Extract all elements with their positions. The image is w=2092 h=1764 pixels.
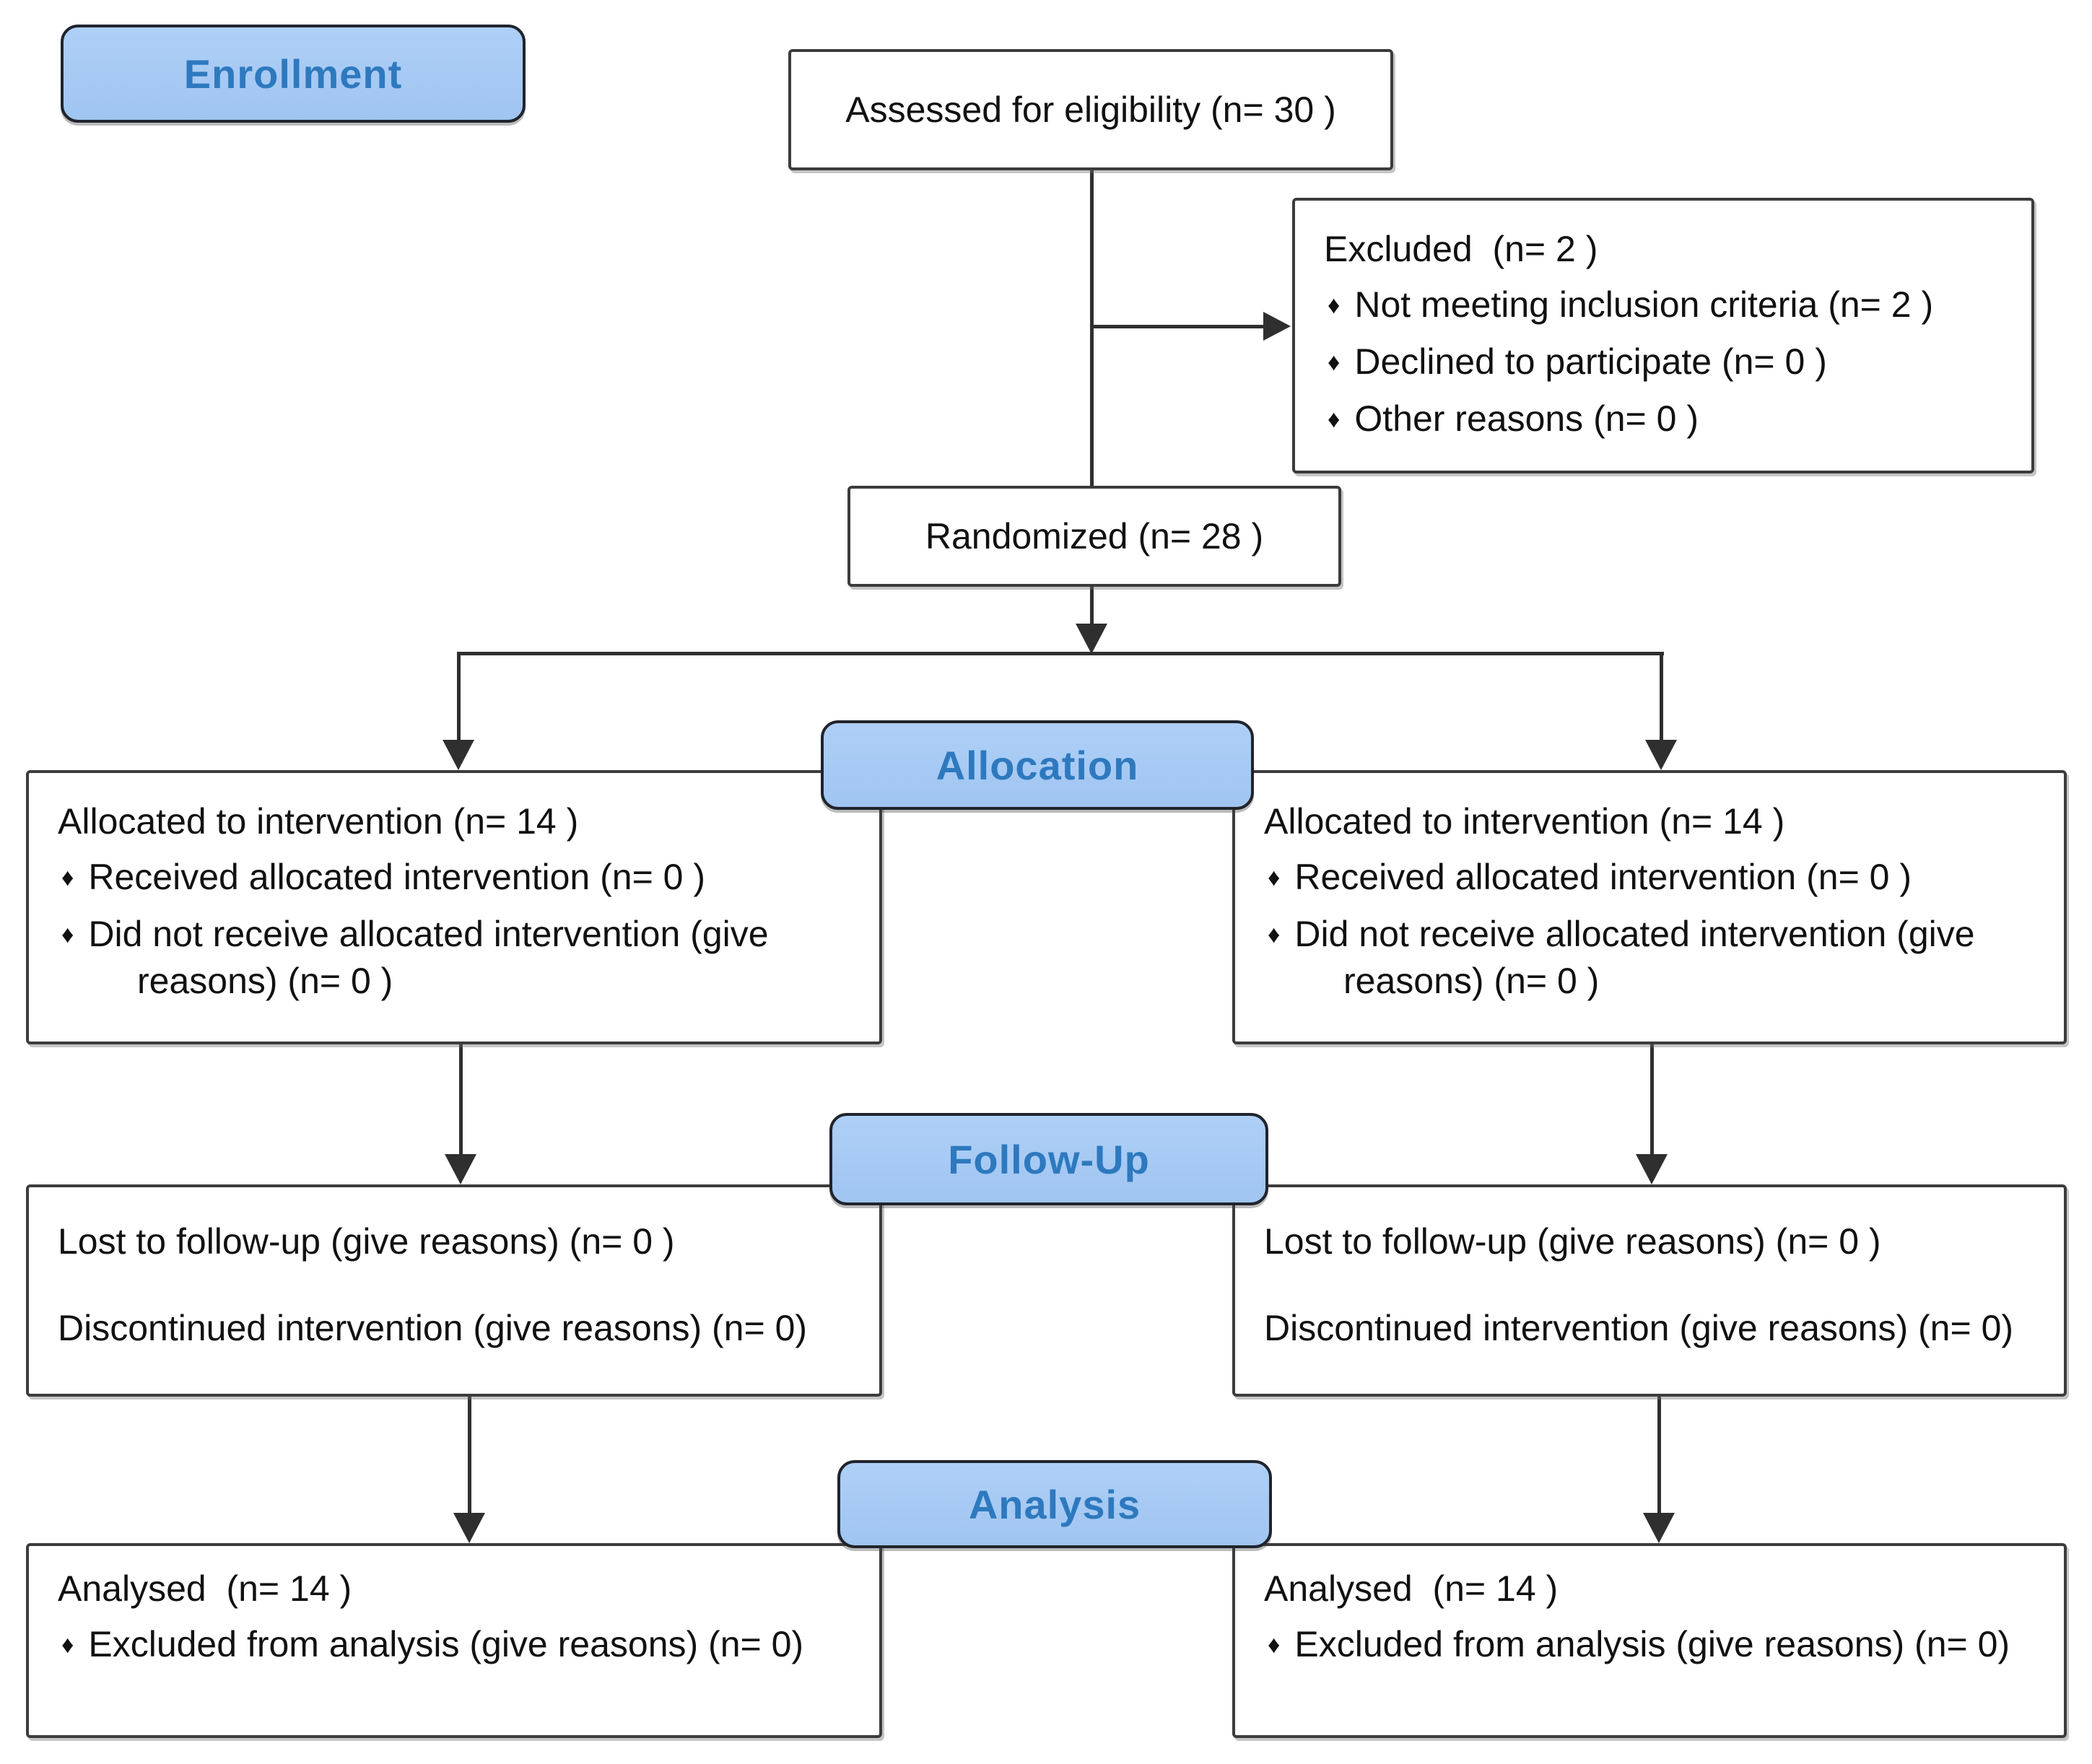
diamond-bullet-icon: ♦ bbox=[1328, 292, 1341, 319]
analysis-right-box: Analysed (n= 14 ) ♦ Excluded from analysi… bbox=[1232, 1543, 2067, 1738]
allocated-left-content: Allocated to intervention (n= 14 ) ♦ Rece… bbox=[29, 773, 879, 1004]
arrowhead-down-branch-icon bbox=[1076, 624, 1107, 654]
connector-alloc-to-followup-right bbox=[1650, 1044, 1654, 1156]
excluded-box: Excluded (n= 2 ) ♦ Not meeting inclusion … bbox=[1292, 198, 2034, 473]
arrowhead-down-analysis-right-icon bbox=[1643, 1513, 1675, 1543]
analysis-left-content: Analysed (n= 14 ) ♦ Excluded from analysi… bbox=[29, 1546, 879, 1668]
excluded-item-text: Declined to participate (n= 0 ) bbox=[1354, 341, 1827, 382]
randomized-box: Randomized (n= 28 ) bbox=[847, 486, 1341, 587]
allocated-right-title: Allocated to intervention (n= 14 ) bbox=[1264, 801, 1785, 842]
followup-left-line: Discontinued intervention (give reasons)… bbox=[58, 1308, 808, 1348]
excluded-title: Excluded (n= 2 ) bbox=[1324, 229, 1598, 269]
diamond-bullet-icon: ♦ bbox=[61, 921, 74, 948]
allocated-left-item-text: Did not receive allocated intervention (… bbox=[88, 914, 769, 1001]
diamond-bullet-icon: ♦ bbox=[1268, 921, 1281, 948]
analysis-right-item: ♦ Excluded from analysis (give reasons) (… bbox=[1235, 1621, 2064, 1668]
excluded-item: ♦ Other reasons (n= 0 ) bbox=[1295, 396, 2031, 442]
diamond-bullet-icon: ♦ bbox=[61, 1631, 74, 1659]
followup-right-line: Lost to follow-up (give reasons) (n= 0 ) bbox=[1264, 1221, 1881, 1262]
excluded-item: ♦ Not meeting inclusion criteria (n= 2 ) bbox=[1295, 281, 2031, 328]
followup-left-box: Lost to follow-up (give reasons) (n= 0 )… bbox=[26, 1184, 882, 1397]
diamond-bullet-icon: ♦ bbox=[1268, 864, 1281, 891]
connector-branch-to-alloc-left bbox=[457, 652, 461, 742]
diamond-bullet-icon: ♦ bbox=[1268, 1631, 1281, 1659]
connector-followup-to-analysis-left bbox=[468, 1397, 471, 1516]
analysis-right-content: Analysed (n= 14 ) ♦ Excluded from analysi… bbox=[1235, 1546, 2064, 1668]
arrowhead-down-alloc-left-icon bbox=[443, 740, 474, 770]
analysis-left-box: Analysed (n= 14 ) ♦ Excluded from analysi… bbox=[26, 1543, 882, 1738]
allocated-left-title: Allocated to intervention (n= 14 ) bbox=[58, 801, 579, 842]
randomized-text: Randomized (n= 28 ) bbox=[925, 516, 1264, 556]
allocated-left-item: ♦ Received allocated intervention (n= 0 ) bbox=[29, 854, 879, 901]
connector-to-excluded bbox=[1090, 325, 1267, 328]
diamond-bullet-icon: ♦ bbox=[61, 864, 74, 891]
diamond-bullet-icon: ♦ bbox=[1328, 349, 1341, 376]
allocated-right-item-text: Received allocated intervention (n= 0 ) bbox=[1294, 857, 1912, 897]
connector-randomized-to-branch bbox=[1090, 587, 1094, 626]
excluded-item-text: Other reasons (n= 0 ) bbox=[1354, 398, 1699, 439]
arrowhead-down-followup-right-icon bbox=[1636, 1154, 1668, 1184]
analysis-right-item-text: Excluded from analysis (give reasons) (n… bbox=[1294, 1624, 2010, 1664]
assessed-eligibility-box: Assessed for eligibility (n= 30 ) bbox=[788, 49, 1393, 170]
allocation-badge: Allocation bbox=[821, 720, 1254, 810]
arrowhead-right-excluded-icon bbox=[1263, 312, 1291, 341]
followup-badge: Follow-Up bbox=[829, 1113, 1268, 1205]
connector-assessed-to-randomized bbox=[1090, 170, 1094, 488]
allocated-right-content: Allocated to intervention (n= 14 ) ♦ Rece… bbox=[1235, 773, 2064, 1004]
followup-left-line: Lost to follow-up (give reasons) (n= 0 ) bbox=[58, 1221, 675, 1262]
arrowhead-down-analysis-left-icon bbox=[453, 1513, 485, 1543]
analysis-left-item: ♦ Excluded from analysis (give reasons) (… bbox=[29, 1621, 879, 1668]
allocated-right-item-text: Did not receive allocated intervention (… bbox=[1294, 914, 1975, 1001]
followup-right-line: Discontinued intervention (give reasons)… bbox=[1264, 1308, 2014, 1348]
arrowhead-down-followup-left-icon bbox=[445, 1154, 476, 1184]
connector-followup-to-analysis-right bbox=[1657, 1397, 1661, 1516]
allocated-right-item: ♦ Received allocated intervention (n= 0 ) bbox=[1235, 854, 2064, 901]
connector-alloc-to-followup-left bbox=[459, 1044, 463, 1156]
allocated-left-box: Allocated to intervention (n= 14 ) ♦ Rece… bbox=[26, 770, 882, 1044]
arrowhead-down-alloc-right-icon bbox=[1645, 740, 1677, 770]
analysis-right-title: Analysed (n= 14 ) bbox=[1264, 1568, 1559, 1609]
excluded-item-text: Not meeting inclusion criteria (n= 2 ) bbox=[1354, 284, 1934, 325]
assessed-eligibility-text: Assessed for eligibility (n= 30 ) bbox=[845, 89, 1336, 130]
allocated-left-item-text: Received allocated intervention (n= 0 ) bbox=[88, 857, 706, 897]
analysis-badge: Analysis bbox=[837, 1460, 1272, 1548]
diamond-bullet-icon: ♦ bbox=[1328, 406, 1341, 433]
enrollment-badge: Enrollment bbox=[61, 25, 526, 123]
allocated-right-item: ♦ Did not receive allocated intervention … bbox=[1235, 911, 2064, 1004]
followup-right-box: Lost to follow-up (give reasons) (n= 0 )… bbox=[1232, 1184, 2067, 1397]
analysis-left-item-text: Excluded from analysis (give reasons) (n… bbox=[88, 1624, 804, 1664]
analysis-left-title: Analysed (n= 14 ) bbox=[58, 1568, 352, 1609]
connector-branch-horizontal bbox=[457, 652, 1664, 655]
connector-branch-to-alloc-right bbox=[1660, 652, 1663, 742]
allocated-right-box: Allocated to intervention (n= 14 ) ♦ Rece… bbox=[1232, 770, 2067, 1044]
allocated-left-item: ♦ Did not receive allocated intervention … bbox=[29, 911, 879, 1004]
excluded-item: ♦ Declined to participate (n= 0 ) bbox=[1295, 339, 2031, 385]
excluded-box-content: Excluded (n= 2 ) ♦ Not meeting inclusion … bbox=[1295, 201, 2031, 442]
